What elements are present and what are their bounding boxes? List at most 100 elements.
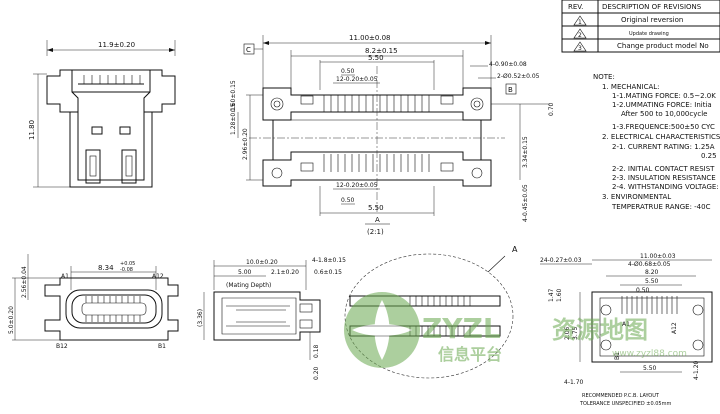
pcb-height-b: 1.60 (556, 288, 563, 302)
pitch-bottom-dim: 0.50 (341, 197, 355, 204)
side-small-dim: 0.6±0.15 (314, 269, 342, 276)
left-top-dim: 0.60±0.15 (230, 80, 237, 112)
side-overall-dim: 10.0±0.20 (246, 259, 278, 266)
scale-label: (2:1) (367, 228, 384, 236)
note-line: 1. MECHANICAL: (602, 83, 660, 91)
pcb-layout: 11.00±0.03 4-Ø0.68±0.05 8.20 5.50 0.50 2… (540, 253, 713, 407)
watermark-cjk2: 资源地图 (552, 316, 648, 344)
note-line: After 500 to 10,000cycle (621, 110, 707, 118)
section-label: A (375, 216, 380, 224)
svg-text:2: 2 (578, 32, 582, 39)
right-top-dim: 0.70 (548, 102, 555, 116)
desc-header: DESCRIPTION OF REVISIONS (602, 3, 702, 11)
rev-desc-2: Update drawing (629, 31, 669, 37)
note-line: 0.25 (701, 152, 717, 160)
pcb-pitch-dim: 0.50 (636, 287, 650, 294)
side-view: 10.0±0.20 5.00 (Mating Depth) 2.1±0.20 4… (197, 257, 346, 380)
note-line: 2-3. INSULATION RESISTANCE (612, 174, 716, 182)
detail-a: A (344, 245, 518, 379)
pin-label-b1: B1 (158, 343, 166, 350)
note-line: 3. ENVIRONMENTAL (602, 193, 671, 201)
rev-desc-1: Original reversion (621, 16, 683, 24)
side-depth-b: 0.20 (313, 366, 320, 380)
front-width-dim: 11.9±0.20 (98, 41, 135, 49)
pcb-pads-dim: 24-0.27±0.03 (540, 257, 582, 264)
pcb-height-a: 1.47 (548, 288, 555, 302)
pcb-bottom-left: 4-1.70 (564, 379, 584, 386)
pitch-dim: 0.50 (341, 68, 355, 75)
detail-callout: A (512, 245, 518, 254)
hole-dia-callout: 2-Ø0.52±0.05 (497, 73, 540, 80)
svg-text:3: 3 (578, 45, 582, 52)
side-offset-dim: 2.1±0.20 (271, 269, 299, 276)
pcb-inner-dim: 5.50 (645, 278, 659, 285)
watermark-logo-icon (344, 292, 420, 368)
rev-triangle-icon: 2 (573, 28, 587, 39)
end-tol-minus: -0.08 (120, 267, 133, 273)
rev-desc-3: Change product model No (617, 42, 709, 50)
note-line: 2-4. WITHSTANDING VOLTAGE: (612, 183, 719, 191)
end-width-dim: 8.34 (98, 264, 114, 272)
pin-row-bottom (300, 154, 454, 172)
inner-width-dim: 5.50 (368, 54, 384, 62)
note-line: 1-1.MATING FORCE: 0.5~2.0K (612, 92, 716, 100)
mating-depth-label: (Mating Depth) (226, 282, 271, 289)
pcb-width-dim: 11.00±0.03 (640, 253, 676, 260)
pcb-height-d: 3.75 (572, 326, 579, 340)
end-height-right: 2.56±0.04 (21, 266, 28, 298)
note-line: 2-2. INITIAL CONTACT RESIST (612, 165, 715, 173)
end-view: 8.34 +0.05 -0.08 5.0±0.20 2.56±0.04 A1 A… (8, 254, 179, 350)
pin-label-a1: A1 (61, 273, 69, 280)
end-tol-plus: +0.05 (120, 261, 135, 267)
note-line: 2. ELECTRICAL CHARACTERISTICS (602, 133, 720, 141)
right-bottom-dim: 4-0.45±0.05 (522, 184, 529, 222)
pcb-holes-dim: 4-Ø0.68±0.05 (628, 261, 671, 268)
note-line: 1-2.UMMATING FORCE: Initia (612, 101, 712, 109)
pin-row-top-dim: 12-0.20±0.05 (336, 76, 378, 83)
notes-title: NOTE: (593, 73, 615, 81)
datum-b: B (508, 86, 513, 94)
rev-triangle-icon: 3 (573, 41, 587, 52)
pcb-height-c: 2.06 (564, 326, 571, 340)
note-line: TEMPERATRUE RANGE: -40C (611, 203, 711, 211)
pcb-bottom-width: 5.50 (643, 365, 657, 372)
left-height-dim: 2.96±0.20 (242, 128, 249, 160)
left-small-dim: 1.28±0.15 (230, 103, 237, 135)
watermark-latin: ZYZL (422, 312, 501, 345)
note-line: 1-3.FREQUENCE:500±50 CYC (612, 123, 715, 131)
pin-row-bottom-dim: 12-0.20±0.05 (336, 182, 378, 189)
pin-label-a12: A12 (152, 273, 164, 280)
note-line: 2-1. CURRENT RATING: 1.25A (612, 143, 715, 151)
watermark: ZYZL 资源地图 信息平台 www.zyzl88.com (344, 292, 687, 368)
inner-width-bottom-dim: 5.50 (368, 204, 384, 212)
front-view: 11.9±0.20 11.80 (28, 40, 176, 188)
mating-depth-value: 5.00 (238, 269, 252, 276)
rev-triangle-icon: 1 (573, 15, 587, 26)
notes-block: NOTE: 1. MECHANICAL: 1-1.MATING FORCE: 0… (593, 73, 720, 211)
pcb-tolerance: TOLERANCE UNSPECIFIED ±0.05mm (579, 401, 671, 407)
pcb-span-dim: 8.20 (645, 269, 659, 276)
side-height-dim: (3.36) (197, 309, 204, 327)
pcb-pin-a12: A12 (671, 322, 678, 334)
pin-span-dim: 8.2±0.15 (365, 47, 398, 55)
rev-header: REV. (568, 3, 583, 11)
pcb-pin-a1: A1 (622, 321, 630, 328)
top-view: 11.00±0.08 8.2±0.15 5.50 0.50 12-0.20±0.… (230, 34, 555, 236)
hole-callout: 4-0.90±0.08 (489, 61, 527, 68)
side-depth-a: 0.18 (313, 344, 320, 358)
pin-row-top (300, 95, 454, 112)
watermark-url: www.zyzl88.com (612, 349, 687, 359)
front-height-dim: 11.80 (28, 120, 36, 140)
right-dim: 3.34±0.15 (522, 136, 529, 168)
watermark-cjk: 信息平台 (438, 345, 502, 364)
pcb-title: RECOMMENDED P.C.B. LAYOUT (582, 393, 660, 399)
svg-text:1: 1 (578, 19, 582, 26)
revision-table: REV. DESCRIPTION OF REVISIONS 1 2 3 Orig… (561, 0, 720, 53)
datum-c: C (246, 46, 251, 54)
pcb-pin-b1: B1 (614, 352, 621, 360)
pcb-bottom-right: 4-1.20 (693, 360, 700, 380)
overall-width-dim: 11.00±0.08 (349, 34, 391, 42)
end-height-left: 5.0±0.20 (8, 306, 15, 334)
side-hole-callout: 4-1.8±0.15 (312, 257, 346, 264)
pin-label-b12: B12 (56, 343, 68, 350)
